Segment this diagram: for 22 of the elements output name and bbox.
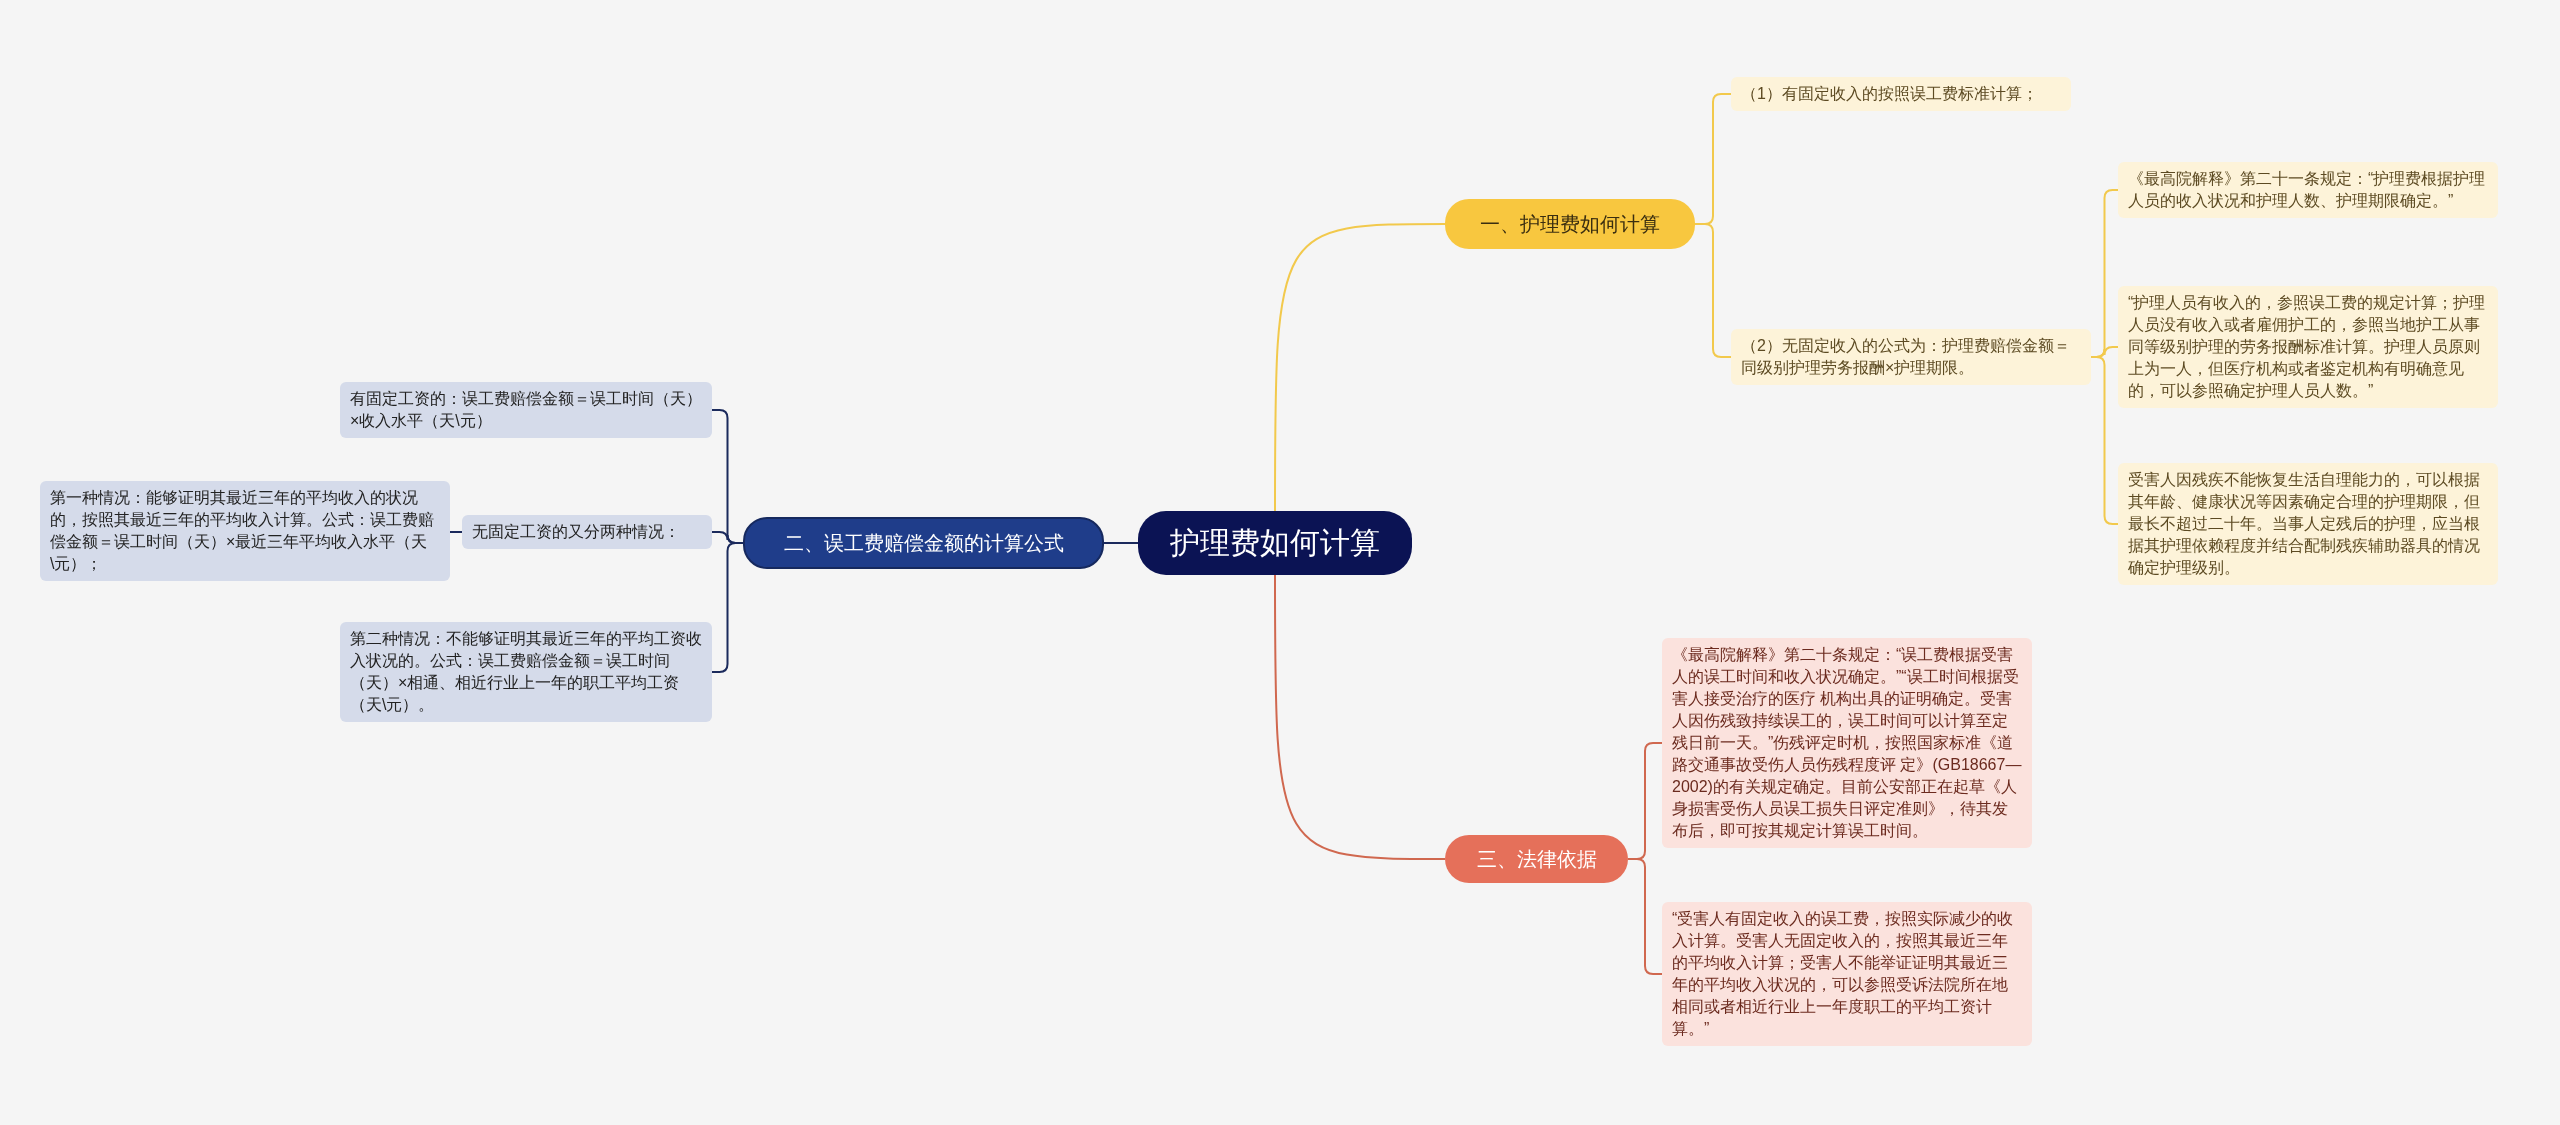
subtopic-box: “受害人有固定收入的误工费，按照实际减少的收入计算。受害人无固定收入的，按照其最近三年的平均收入计算；受害人不能举证证明其最近三年的平均收入状况的，可以参照受诉法院所在地相同或者相近行业上一年度职工的平均工资计算。” — [1662, 902, 2032, 1046]
central-topic: 护理费如何计算 — [1138, 511, 1412, 575]
connector-line — [1274, 223, 1446, 512]
subtopic-box: 无固定工资的又分两种情况： — [462, 515, 712, 549]
branch-topic: 二、误工费赔偿金额的计算公式 — [743, 517, 1104, 569]
connector-line — [1103, 542, 1139, 544]
subtopic-box: 有固定工资的：误工费赔偿金额＝误工时间（天）×收入水平（天\元） — [340, 382, 712, 438]
branch-topic: 一、护理费如何计算 — [1445, 199, 1695, 249]
subtopic-box: 第一种情况：能够证明其最近三年的平均收入的状况的，按照其最近三年的平均收入计算。公式：误工费赔偿金额＝误工时间（天）×最近三年平均收入水平（天\元）； — [40, 481, 450, 581]
branch-topic: 三、法律依据 — [1445, 835, 1628, 883]
subtopic-box: （1）有固定收入的按照误工费标准计算； — [1731, 77, 2071, 111]
subtopic-box: “护理人员有收入的，参照误工费的规定计算；护理人员没有收入或者雇佣护工的，参照当地护工从事同等级别护理的劳务报酬标准计算。护理人员原则上为一人，但医疗机构或者鉴定机构有明确意见的，可以参照确定护理人员人数。” — [2118, 286, 2498, 408]
connector-line — [449, 531, 463, 533]
subtopic-box: （2）无固定收入的公式为：护理费赔偿金额＝同级别护理劳务报酬×护理期限。 — [1731, 329, 2091, 385]
subtopic-box: 《最高院解释》第二十条规定：“误工费根据受害人的误工时间和收入状况确定。”“误工时间根据受害人接受治疗的医疗 机构出具的证明确定。受害人因伤残致持续误工的，误工时间可以计算至定残日前一天。”伤残评定时机，按照国家标准《道路交通事故受伤人员伤残程度评 定》(GB18667—2002)的有关规定确定。目前公安部正在起草《人身损害受伤人员误工损失日评定准则》，待其发布后，即可按其规定计算误工时间。 — [1662, 638, 2032, 848]
subtopic-box: 第二种情况：不能够证明其最近三年的平均工资收入状况的。公式：误工费赔偿金额＝误工时间（天）×相通、相近行业上一年的职工平均工资（天\元）。 — [340, 622, 712, 722]
subtopic-box: 《最高院解释》第二十一条规定：“护理费根据护理人员的收入状况和护理人数、护理期限确定。” — [2118, 162, 2498, 218]
connector-line — [1274, 574, 1446, 860]
subtopic-box: 受害人因残疾不能恢复生活自理能力的，可以根据其年龄、健康状况等因素确定合理的护理期限，但最长不超过二十年。当事人定残后的护理，应当根据其护理依赖程度并结合配制残疾辅助器具的情况确定护理级别。 — [2118, 463, 2498, 585]
connector-line — [711, 542, 744, 673]
connector-line — [1627, 858, 1663, 975]
connector-line — [1694, 223, 1732, 358]
